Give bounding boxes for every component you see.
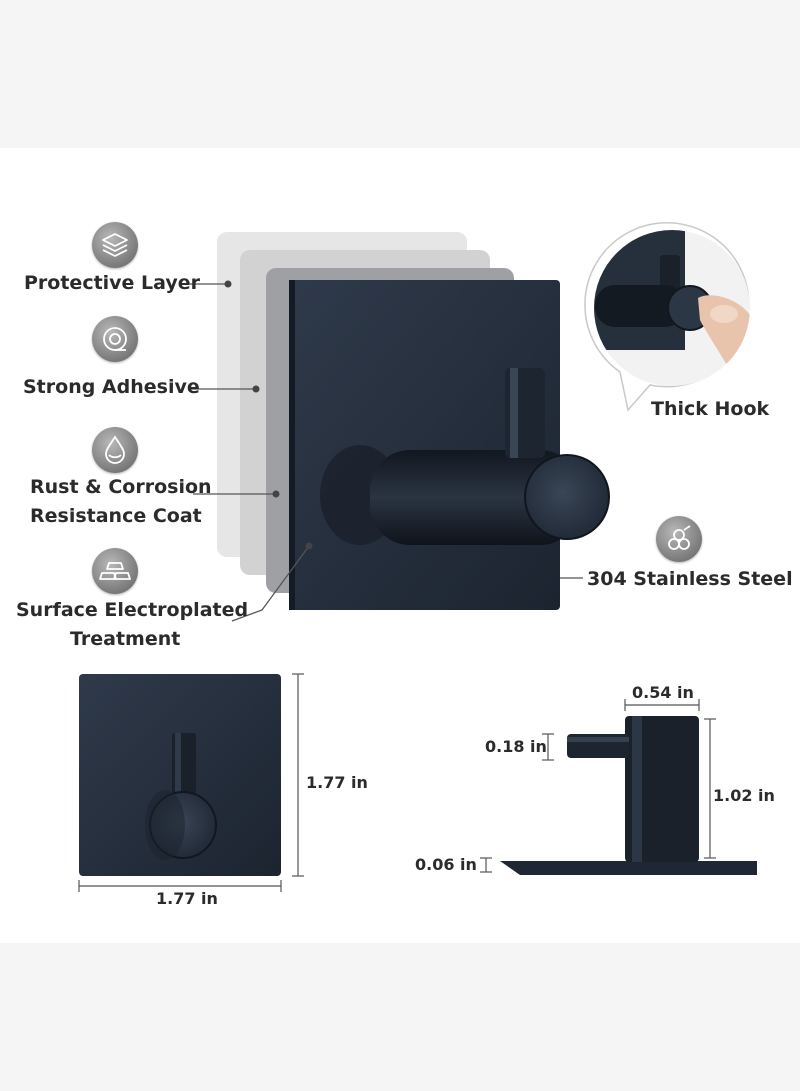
hook-arm xyxy=(370,450,580,545)
droplet-icon xyxy=(92,427,138,473)
hook-height-label: 1.02 in xyxy=(713,786,775,805)
stainless-label: 304 Stainless Steel xyxy=(587,568,793,590)
side-view-plate xyxy=(500,861,757,875)
hook-disc xyxy=(525,455,609,539)
surface-label-1: Surface Electroplated xyxy=(16,599,249,621)
front-width-label: 1.77 in xyxy=(156,889,218,908)
side-view-body xyxy=(625,716,699,862)
front-height-label: 1.77 in xyxy=(306,773,368,792)
side-view xyxy=(500,716,757,875)
rust-coat-label-1: Rust & Corrosion xyxy=(30,476,212,498)
plate-thickness-label: 0.06 in xyxy=(415,855,477,874)
layers-icon xyxy=(92,222,138,268)
bars-icon xyxy=(92,548,138,594)
surface-label-2: Treatment xyxy=(70,628,181,650)
stainless-icon xyxy=(656,516,702,562)
adhesive-icon xyxy=(92,316,138,362)
thick-hook-bubble xyxy=(584,222,750,412)
protective-layer-label: Protective Layer xyxy=(24,272,201,294)
strong-adhesive-label: Strong Adhesive xyxy=(23,376,200,398)
hook-tip-label: 0.18 in xyxy=(485,737,547,756)
hook-diameter-label: 0.54 in xyxy=(632,683,694,702)
thick-hook-label: Thick Hook xyxy=(651,398,770,420)
rust-coat-label-2: Resistance Coat xyxy=(30,505,202,527)
